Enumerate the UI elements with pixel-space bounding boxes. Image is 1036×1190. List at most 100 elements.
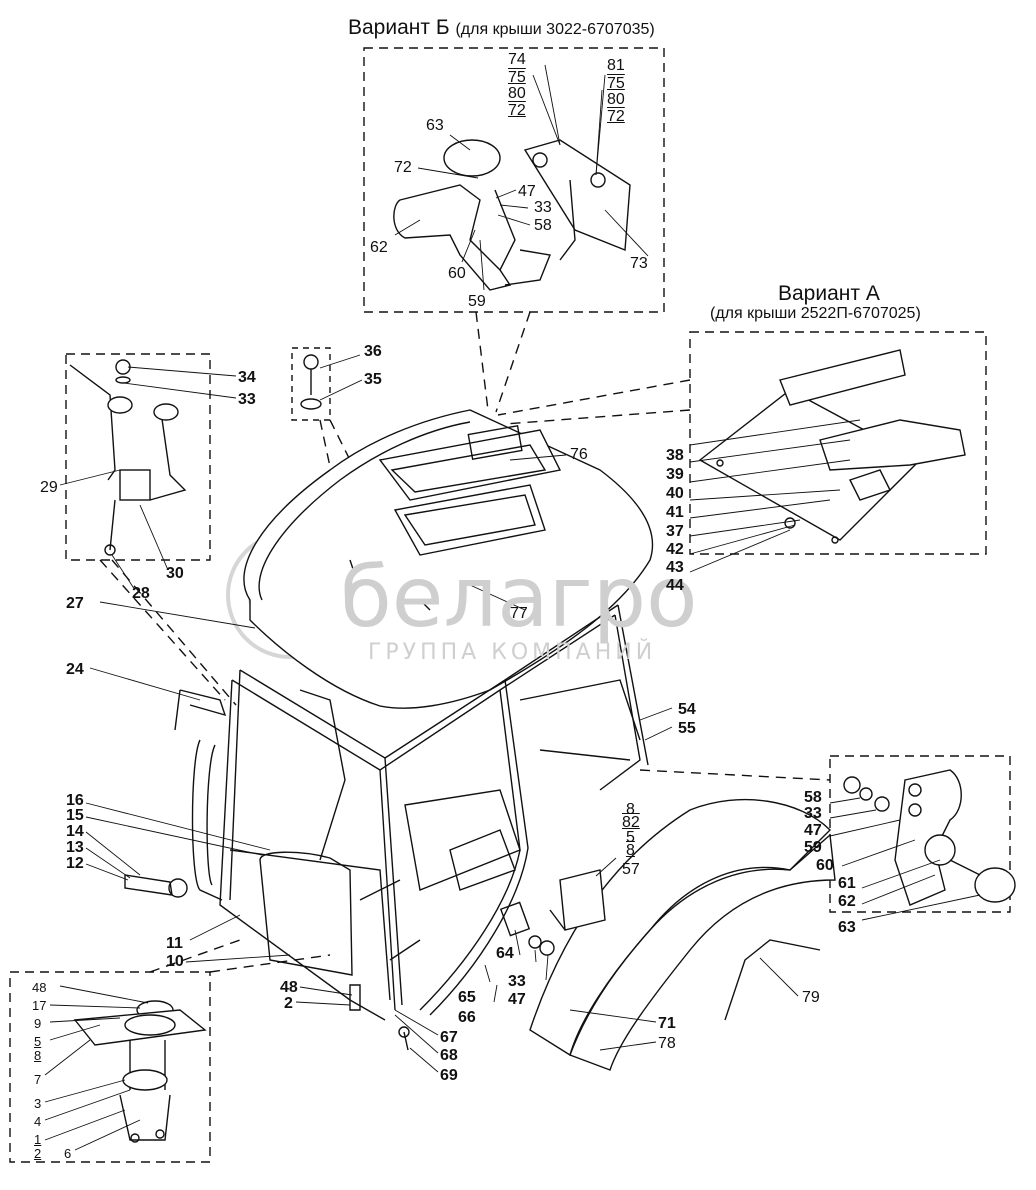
door-handle <box>174 689 227 731</box>
bolt-12 <box>124 874 173 896</box>
variant-b-parts <box>393 139 631 291</box>
watermark-brand: белагро <box>340 548 698 646</box>
variant-b-title-text: Вариант Б <box>348 16 450 39</box>
variant-b-frame <box>363 47 665 313</box>
label-73: 73 <box>630 255 648 272</box>
label-82: 82 <box>622 814 640 831</box>
label-48b: 48 <box>32 980 47 995</box>
latch-detail-frame <box>829 755 1011 913</box>
variant-a-subtitle: (для крыши 2522П-6707025) <box>710 305 921 322</box>
label-9: 9 <box>34 1016 42 1031</box>
variant-a-title: Вариант А <box>778 282 880 305</box>
label-33c: 33 <box>804 805 822 822</box>
leader-lines <box>44 64 981 1151</box>
bushing-64 <box>499 901 531 937</box>
variant-b-title: Вариант Б (для крыши 3022-6707035) <box>348 16 655 40</box>
washer-33 <box>528 935 542 949</box>
hinge-detail-frame <box>65 353 211 561</box>
label-60b: 60 <box>816 857 834 874</box>
label-67: 67 <box>440 1029 458 1046</box>
label-7: 7 <box>34 1072 42 1087</box>
label-43: 43 <box>666 559 684 576</box>
variant-a-frame <box>689 331 987 555</box>
label-47a: 47 <box>518 183 536 200</box>
label-75b: 75 <box>607 75 625 92</box>
bracket-57 <box>549 869 606 931</box>
label-80b: 80 <box>607 91 625 108</box>
washer-47 <box>539 940 555 956</box>
latch-assembly <box>894 769 1016 906</box>
label-71: 71 <box>658 1015 676 1032</box>
label-39: 39 <box>666 466 684 483</box>
fender <box>529 798 836 1071</box>
variant-b-subtitle: (для крыши 3022-6707035) <box>455 21 655 38</box>
label-13: 13 <box>66 839 84 856</box>
label-33b: 33 <box>238 391 256 408</box>
label-24: 24 <box>66 661 84 678</box>
label-47c: 47 <box>508 991 526 1008</box>
label-12: 12 <box>66 855 84 872</box>
label-75a: 75 <box>508 69 526 86</box>
nut-58 <box>843 776 861 794</box>
label-5a: 5 <box>626 829 635 846</box>
label-27: 27 <box>66 595 84 612</box>
cab-frame <box>191 604 649 1021</box>
label-60a: 60 <box>448 265 466 282</box>
label-80a: 80 <box>508 85 526 102</box>
label-15: 15 <box>66 807 84 824</box>
label-3: 3 <box>34 1096 42 1111</box>
label-29: 29 <box>40 479 58 496</box>
label-33a: 33 <box>534 199 552 216</box>
label-72c: 72 <box>394 159 412 176</box>
label-10: 10 <box>166 953 184 970</box>
bolt-36-35 <box>300 354 322 410</box>
label-74: 74 <box>508 51 526 68</box>
label-2a: 2 <box>284 995 293 1012</box>
roof <box>243 409 654 709</box>
watermark-tagline: ГРУППА КОМПАНИЙ <box>368 640 657 665</box>
label-16: 16 <box>66 792 84 809</box>
label-64: 64 <box>496 945 514 962</box>
label-72a: 72 <box>508 102 526 119</box>
label-63b: 63 <box>838 919 856 936</box>
label-76: 76 <box>570 446 588 463</box>
label-47b: 47 <box>804 822 822 839</box>
label-1: 1 <box>34 1132 42 1147</box>
label-62b: 62 <box>838 893 856 910</box>
hinge-parts <box>69 359 187 556</box>
label-59a: 59 <box>468 293 486 310</box>
label-78: 78 <box>658 1035 676 1052</box>
rod-79 <box>724 939 821 1021</box>
label-14: 14 <box>66 823 84 840</box>
variant-a-parts <box>698 349 966 544</box>
label-57: 57 <box>622 861 640 878</box>
label-8b: 8 <box>626 842 635 859</box>
label-66: 66 <box>458 1009 476 1026</box>
label-36: 36 <box>364 343 382 360</box>
label-81: 81 <box>607 57 625 74</box>
bracket-48 <box>349 984 361 1011</box>
label-55: 55 <box>678 720 696 737</box>
label-38: 38 <box>666 447 684 464</box>
bearing-detail-frame <box>9 971 211 1163</box>
label-42: 42 <box>666 541 684 558</box>
label-37: 37 <box>666 523 684 540</box>
label-59b: 59 <box>804 839 822 856</box>
label-6: 6 <box>64 1146 72 1161</box>
label-4: 4 <box>34 1114 42 1129</box>
label-77: 77 <box>510 605 528 622</box>
label-8c: 8 <box>34 1048 42 1063</box>
label-33d: 33 <box>508 973 526 990</box>
label-34: 34 <box>238 369 256 386</box>
label-68: 68 <box>440 1047 458 1064</box>
label-48a: 48 <box>280 979 298 996</box>
label-69: 69 <box>440 1067 458 1084</box>
label-40: 40 <box>666 485 684 502</box>
label-2b: 2 <box>34 1146 42 1161</box>
label-62a: 62 <box>370 239 388 256</box>
label-54: 54 <box>678 701 696 718</box>
label-58b: 58 <box>804 789 822 806</box>
label-11: 11 <box>166 935 183 952</box>
label-63a: 63 <box>426 117 444 134</box>
